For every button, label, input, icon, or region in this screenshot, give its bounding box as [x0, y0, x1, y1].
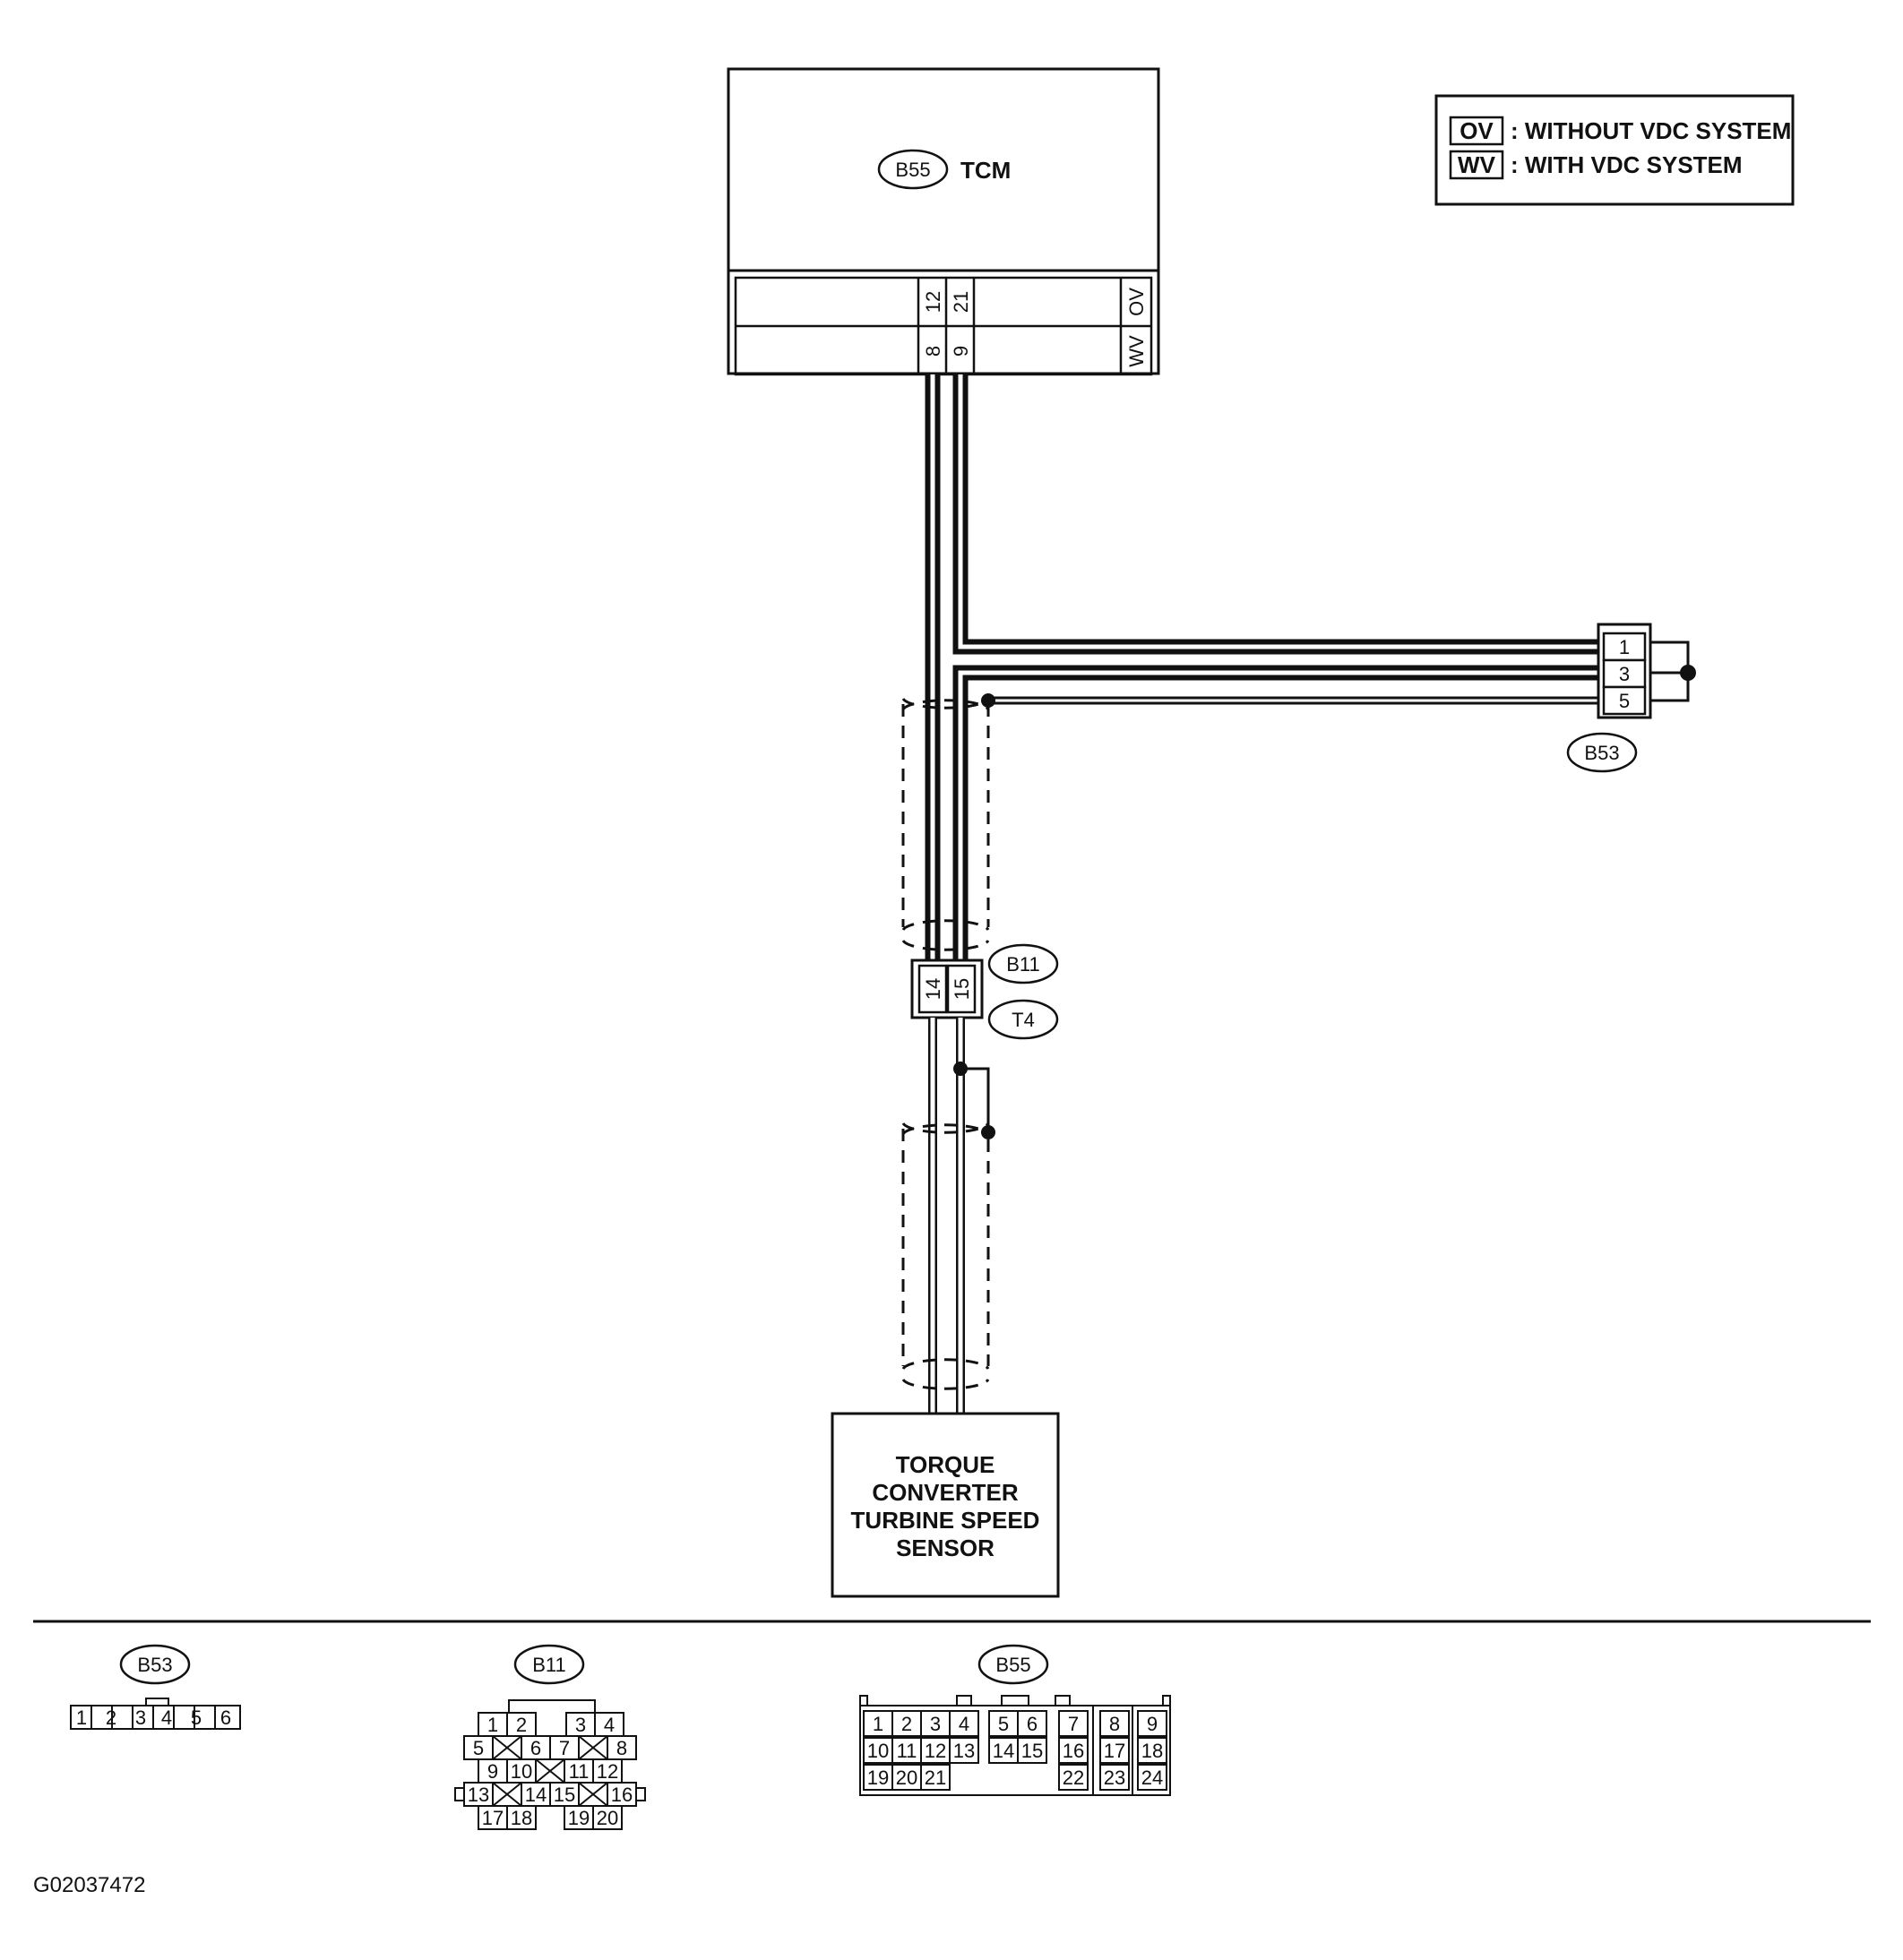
- shield-lower: [901, 1122, 990, 1390]
- view-b53-pin-1: 1: [76, 1706, 87, 1729]
- view-b55-pin-6: 6: [1027, 1713, 1038, 1735]
- view-b55-pin-20: 20: [896, 1767, 917, 1789]
- legend-text-ov: : WITHOUT VDC SYSTEM: [1511, 117, 1791, 144]
- view-b11-pin-3: 3: [575, 1714, 586, 1736]
- legend: OV : WITHOUT VDC SYSTEM WV : WITH VDC SY…: [1434, 94, 1795, 206]
- sensor-line-4: SENSOR: [896, 1534, 995, 1561]
- connector-view-b11: B11: [454, 1644, 646, 1830]
- view-b11-pin-17: 17: [482, 1807, 504, 1829]
- b11-pin-15: 15: [951, 978, 973, 1000]
- view-b11-pin-1: 1: [487, 1714, 498, 1736]
- t4-connector-label: T4: [1012, 1009, 1035, 1031]
- view-b55-pin-16: 16: [1063, 1740, 1084, 1762]
- view-b11-pin-18: 18: [511, 1807, 532, 1829]
- view-b11-pin-6: 6: [530, 1737, 541, 1759]
- wire-harness-upper: [925, 374, 1604, 959]
- tcm-pin-9: 9: [950, 346, 972, 357]
- b53-pin-5: 5: [1619, 690, 1630, 712]
- view-b55-pin-17: 17: [1104, 1740, 1125, 1762]
- legend-code-wv: WV: [1458, 151, 1496, 178]
- b53-connector-label: B53: [1584, 742, 1619, 764]
- view-b11-pin-11: 11: [569, 1760, 590, 1783]
- view-b55-pin-13: 13: [953, 1740, 975, 1762]
- tcm-tag-wv: WV: [1125, 335, 1148, 367]
- view-b11-pin-10: 10: [511, 1760, 532, 1783]
- view-b55-pin-9: 9: [1147, 1713, 1158, 1735]
- view-b11-pin-4: 4: [604, 1714, 615, 1736]
- view-b55-pin-7: 7: [1068, 1713, 1079, 1735]
- tcm-name: TCM: [960, 157, 1011, 184]
- tcm-pin-12: 12: [922, 291, 944, 313]
- tcm-connector-label: B55: [895, 159, 930, 181]
- view-b11-pin-20: 20: [597, 1807, 618, 1829]
- sensor-line-2: CONVERTER: [872, 1479, 1018, 1506]
- view-b11-pin-13: 13: [468, 1784, 489, 1806]
- shield-upper: [901, 698, 990, 951]
- view-b55-pin-23: 23: [1104, 1767, 1125, 1789]
- view-b55-pin-24: 24: [1141, 1767, 1163, 1789]
- view-b11-pin-7: 7: [559, 1737, 570, 1759]
- wire-harness-lower: [928, 1018, 995, 1414]
- view-b55-pin-11: 11: [897, 1740, 917, 1762]
- connector-view-b53: B53 1 2 3 4 5 6: [70, 1644, 241, 1730]
- view-b55-pin-12: 12: [925, 1740, 946, 1762]
- tcm-pin-21: 21: [950, 291, 972, 313]
- view-b55-pin-22: 22: [1063, 1767, 1084, 1789]
- view-b55-pin-15: 15: [1021, 1740, 1043, 1762]
- view-b11-label: B11: [532, 1654, 566, 1676]
- view-b11-pin-5: 5: [473, 1737, 484, 1759]
- b53-pin-1: 1: [1619, 636, 1630, 658]
- view-b55-pin-3: 3: [930, 1713, 941, 1735]
- sensor-line-3: TURBINE SPEED: [851, 1507, 1040, 1534]
- view-b11-pin-8: 8: [616, 1737, 627, 1759]
- view-b55-pin-8: 8: [1109, 1713, 1120, 1735]
- tcm-pin-8: 8: [922, 346, 944, 357]
- view-b55-pin-14: 14: [993, 1740, 1014, 1762]
- b11-t4-connector: 14 15 B11 T4: [910, 943, 1059, 1040]
- view-b55-label: B55: [995, 1654, 1030, 1676]
- legend-code-ov: OV: [1460, 117, 1494, 144]
- legend-text-wv: : WITH VDC SYSTEM: [1511, 151, 1743, 178]
- view-b53-label: B53: [137, 1654, 172, 1676]
- view-b53-pin-4: 4: [161, 1706, 172, 1729]
- view-b55-pin-2: 2: [901, 1713, 912, 1735]
- tcm-tag-ov: OV: [1125, 288, 1148, 316]
- view-b11-pin-19: 19: [568, 1807, 590, 1829]
- view-b55-pin-4: 4: [959, 1713, 969, 1735]
- view-b53-pin-3: 3: [135, 1706, 146, 1729]
- b11-pin-14: 14: [922, 978, 944, 1000]
- view-b55-pin-19: 19: [867, 1767, 889, 1789]
- view-b11-pin-2: 2: [516, 1714, 527, 1736]
- figure-code: G02037472: [33, 1873, 145, 1897]
- view-b55-pin-18: 18: [1141, 1740, 1163, 1762]
- b53-connector: 1 3 5 B53: [1566, 623, 1696, 773]
- b53-pin-3: 3: [1619, 663, 1630, 685]
- view-b55-pin-1: 1: [873, 1713, 883, 1735]
- view-b11-pin-12: 12: [597, 1760, 618, 1783]
- connector-view-b55: B55: [859, 1644, 1171, 1796]
- view-b55-pin-21: 21: [925, 1767, 946, 1789]
- view-b55-pin-5: 5: [998, 1713, 1009, 1735]
- view-b55-pin-10: 10: [867, 1740, 889, 1762]
- view-b11-pin-15: 15: [554, 1784, 575, 1806]
- view-b11-pin-9: 9: [487, 1760, 498, 1783]
- sensor-line-1: TORQUE: [896, 1451, 995, 1478]
- tcm-module: B55 TCM 12 21 8 9 OV WV: [727, 67, 1160, 376]
- view-b53-pin-5: 5: [191, 1706, 202, 1729]
- b11-connector-label: B11: [1006, 953, 1040, 976]
- view-b53-pin-6: 6: [220, 1706, 231, 1729]
- view-b11-pin-14: 14: [525, 1784, 547, 1806]
- view-b53-pin-2: 2: [106, 1706, 116, 1729]
- view-b11-pin-16: 16: [611, 1784, 633, 1806]
- turbine-speed-sensor: TORQUE CONVERTER TURBINE SPEED SENSOR: [831, 1412, 1060, 1598]
